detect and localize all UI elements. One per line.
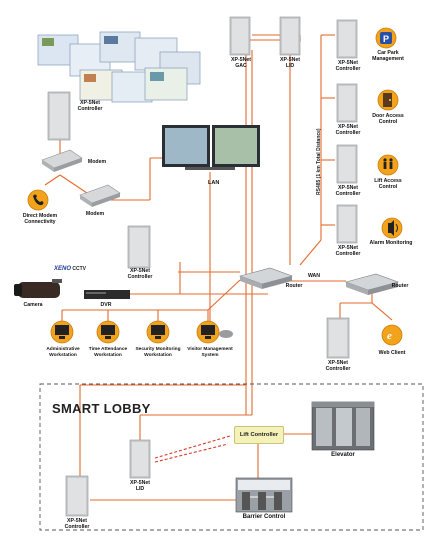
xp-controller-web-label: XP-5Net Controller [325,360,351,372]
router-main-label: Router [285,283,303,289]
lan-workstation [162,125,260,170]
controller-box-mid [127,225,151,269]
xp-gac-label: XP-5Net GAC [231,57,251,69]
lift-wireless-link [154,435,231,463]
controller-box-lift [336,144,358,184]
wan-label: WAN [307,273,321,279]
car-park-icon-glyph: P [383,34,389,44]
router-wan [345,273,399,295]
workstation-admin [50,320,74,344]
xp-lid-top-label: XP-5Net LID [280,57,300,69]
direct-modem-label: Direct Modem Connectivity [22,213,58,225]
xp-lid-lobby-label: XP-5Net LID [130,480,150,492]
camera-label: Camera [23,302,43,308]
xp-controller-alarm-label: XP-5Net Controller [335,245,361,257]
smart-lobby-title: SMART LOBBY [52,401,151,416]
ws-security-label: Security Monitoring Workstation [135,347,181,358]
cctv-brand: XENO [54,266,72,272]
xp-controller-left-label: XP-5Net Controller [77,100,103,112]
dvr-device [84,290,130,299]
xp-controller-carpark-label: XP-5Net Controller [335,60,361,72]
car-park-icon: P [375,27,397,49]
controller-box-door [336,83,358,123]
workstation-visitor [196,320,233,344]
workstation-time [96,320,120,344]
xp-controller-door-label: XP-5Net Controller [335,124,361,136]
controller-box-lid-lobby [129,439,151,479]
ws-visitor-label: Visitor Management System [187,347,233,358]
ws-admin-label: Administrative Workstation [46,347,80,358]
web-client-label: Web Client [378,350,406,356]
modem-1-label: Modem [87,159,107,165]
cctv-camera [14,279,62,298]
cctv-label: XENO CCTV [54,266,86,272]
router-wan-label: Router [391,283,409,289]
rs485-label: RS485 (1 km Total Distance) [316,128,322,195]
lift-access-label: Lift Access Control [374,178,402,190]
elevator-label: Elevator [331,452,355,458]
alarm-icon [381,217,403,239]
ws-time-label: Time Attendance Workstation [88,347,128,358]
lift-controller-box: Lift Controller [234,426,284,444]
controller-box-web [326,317,350,359]
lan-label: LAN [208,180,219,186]
alarm-label: Alarm Monitoring [369,240,413,246]
door-access-icon [377,89,399,111]
xp-controller-mid-label: XP-5Net Controller [127,268,153,280]
controller-box-lid-top [279,16,301,56]
door-access-label: Door Access Control [372,113,404,125]
smart-lobby-frame [39,383,424,531]
xp-controller-lift-label: XP-5Net Controller [335,185,361,197]
lift-access-icon [377,154,399,176]
controller-box-lobby [65,475,89,517]
router-main [239,267,293,289]
barrier-photo [235,477,293,513]
controller-box-carpark [336,19,358,59]
controller-box-gac [229,16,251,56]
modem-device-2 [79,184,121,207]
controller-box-alarm [336,204,358,244]
workstation-security [146,320,170,344]
car-park-label: Car Park Management [372,50,404,62]
modem-2-label: Modem [85,211,105,217]
dvr-label: DVR [100,302,112,308]
cctv-text: CCTV [72,266,87,272]
barrier-label: Barrier Control [242,514,286,520]
controller-box-left [47,91,71,141]
web-client-icon: e [381,324,403,346]
direct-modem-icon [27,189,49,211]
modem-device-1 [41,149,83,172]
xp-controller-lobby-label: XP-5Net Controller [64,518,90,530]
software-screenshots [37,31,201,103]
elevator-photo [311,401,375,451]
web-client-icon-glyph: e [387,330,392,342]
